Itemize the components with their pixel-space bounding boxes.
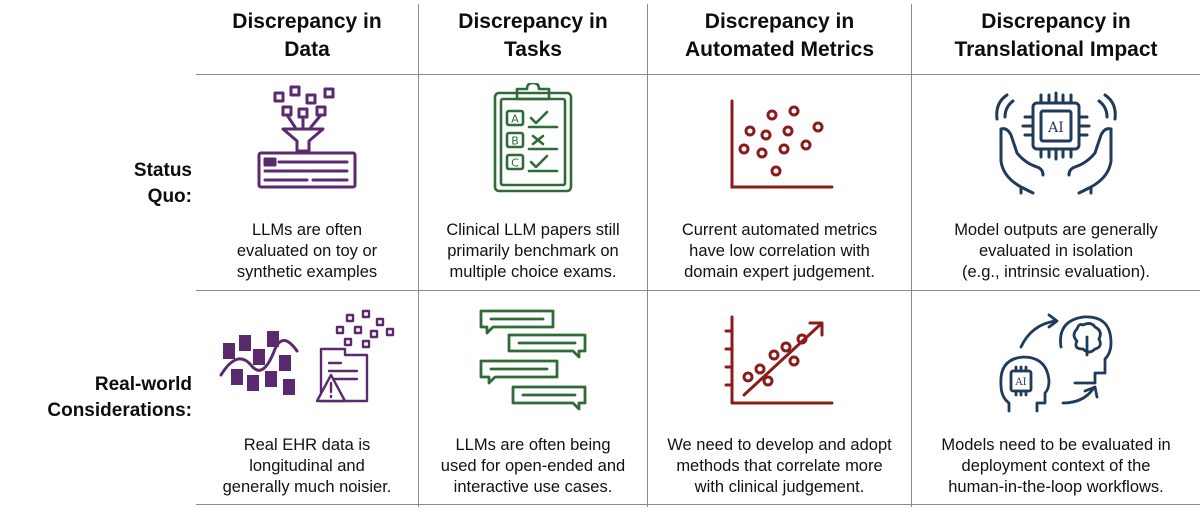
grid-divider	[911, 4, 912, 507]
cell-data-real-world: Real EHR data is longitudinal and genera…	[196, 291, 418, 504]
svg-text:AI: AI	[1014, 377, 1026, 388]
svg-text:C: C	[511, 157, 519, 170]
ai-chip-in-hands-icon: AI	[995, 91, 1117, 195]
header-divider	[196, 74, 1200, 75]
bottom-divider	[196, 504, 1200, 505]
caption: Clinical LLM papers still primarily benc…	[446, 221, 620, 281]
cell-tasks-real-world: LLMs are often being used for open-ended…	[419, 291, 647, 504]
cell-tasks-status-quo: A B C Clinical LLM papers still primaril…	[419, 75, 647, 290]
row-divider	[196, 290, 1200, 291]
caption: Models need to be evaluated in deploymen…	[941, 436, 1171, 496]
grid-divider	[418, 4, 419, 507]
human-ai-loop-icon: AI	[999, 313, 1113, 413]
multiple-choice-clipboard-icon: A B C	[493, 83, 573, 193]
cell-impact-status-quo: AI Model outputs are generally evaluated…	[912, 75, 1200, 290]
svg-text:AI: AI	[1047, 120, 1064, 136]
data-funnel-icon	[257, 85, 357, 189]
caption: LLMs are often evaluated on toy or synth…	[236, 221, 378, 281]
noisy-longitudinal-data-icon	[219, 309, 395, 403]
svg-text:A: A	[511, 113, 519, 126]
cell-metrics-status-quo: Current automated metrics have low corre…	[648, 75, 911, 290]
cell-impact-real-world: AI Models need to be evaluated in deploy…	[912, 291, 1200, 504]
grid-divider	[647, 4, 648, 507]
caption: Current automated metrics have low corre…	[681, 221, 878, 281]
caption: LLMs are often being used for open-ended…	[440, 436, 626, 496]
scatter-low-correlation-icon	[730, 99, 833, 189]
caption: Real EHR data is longitudinal and genera…	[222, 436, 392, 496]
chat-bubbles-icon	[479, 309, 587, 411]
cell-data-status-quo: LLMs are often evaluated on toy or synth…	[196, 75, 418, 290]
cell-metrics-real-world: We need to develop and adopt methods tha…	[648, 291, 911, 504]
svg-text:B: B	[511, 135, 519, 148]
caption: We need to develop and adopt methods tha…	[667, 436, 892, 496]
scatter-high-correlation-icon	[724, 315, 833, 405]
caption: Model outputs are generally evaluated in…	[954, 221, 1158, 281]
